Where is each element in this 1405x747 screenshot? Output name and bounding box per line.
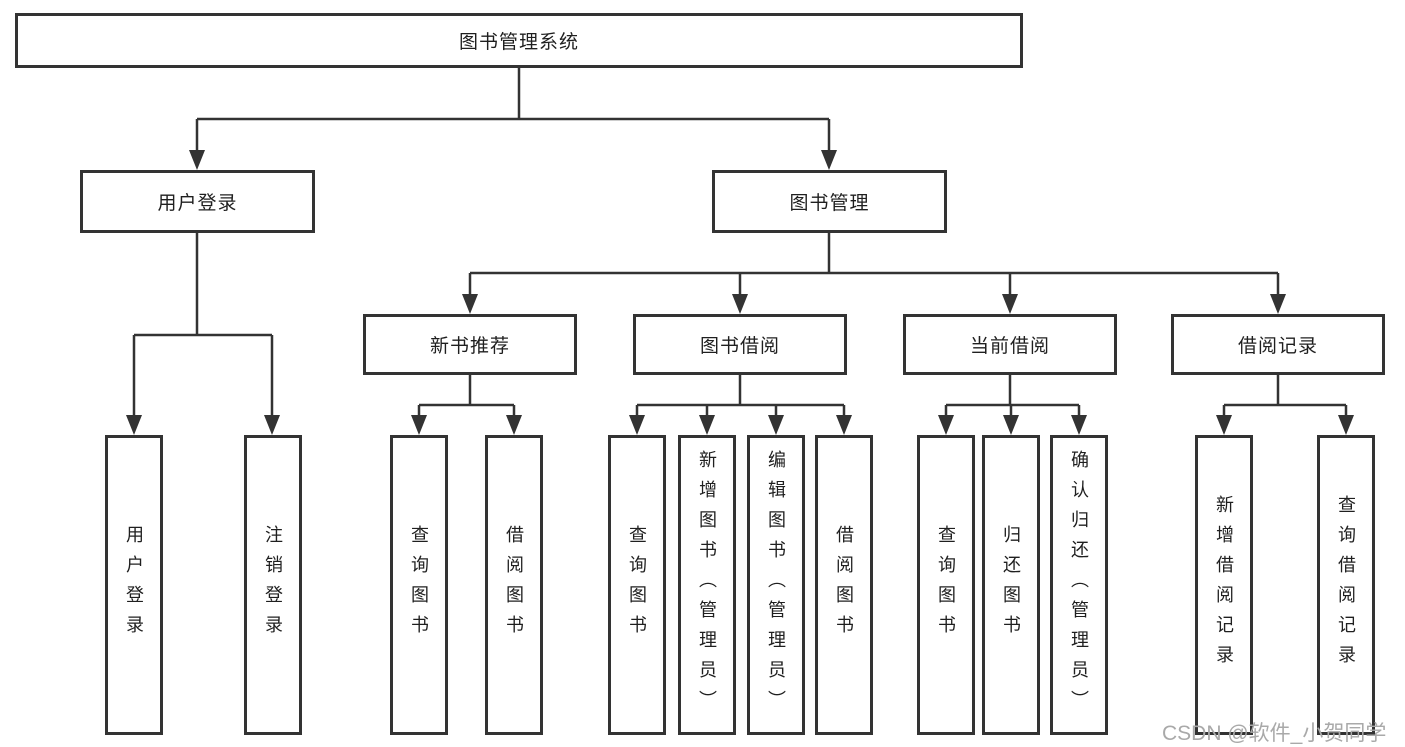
node-user-login: 用户登录 [80, 170, 315, 233]
leaf-user-login: 用户登录 [105, 435, 163, 735]
node-label: 注销登录 [263, 525, 283, 645]
leaf-edit-book-admin: 编辑图书（管理员） [747, 435, 805, 735]
node-borrowing-records: 借阅记录 [1171, 314, 1385, 375]
node-library-management-system: 图书管理系统 [15, 13, 1023, 68]
node-label: 当前借阅 [969, 336, 1050, 357]
leaf-return-books: 归还图书 [982, 435, 1040, 735]
node-label: 借阅图书 [504, 525, 524, 645]
node-label: 图书借阅 [699, 336, 780, 357]
node-label: 用户登录 [157, 193, 238, 214]
node-label: 用户登录 [124, 525, 144, 645]
node-book-borrowing: 图书借阅 [633, 314, 847, 375]
leaf-borrow-books-recommend: 借阅图书 [485, 435, 543, 735]
leaf-query-books-current: 查询图书 [917, 435, 975, 735]
node-label: 确认归还（管理员） [1069, 450, 1089, 720]
node-current-borrowing: 当前借阅 [903, 314, 1117, 375]
node-label: 借阅图书 [834, 525, 854, 645]
leaf-confirm-return-admin: 确认归还（管理员） [1050, 435, 1108, 735]
leaf-add-borrow-record: 新增借阅记录 [1195, 435, 1253, 735]
node-label: 查询图书 [409, 525, 429, 645]
leaf-query-borrow-record: 查询借阅记录 [1317, 435, 1375, 735]
node-new-book-recommend: 新书推荐 [363, 314, 577, 375]
node-label: 查询图书 [936, 525, 956, 645]
leaf-logout-login: 注销登录 [244, 435, 302, 735]
watermark-text: CSDN @软件_小贺同学 [1162, 722, 1387, 745]
leaf-query-books-recommend: 查询图书 [390, 435, 448, 735]
node-label: 编辑图书（管理员） [766, 450, 786, 720]
node-label: 图书管理系统 [458, 32, 579, 53]
node-label: 新增借阅记录 [1214, 495, 1234, 675]
node-label: 查询图书 [627, 525, 647, 645]
node-label: 归还图书 [1001, 525, 1021, 645]
leaf-add-book-admin: 新增图书（管理员） [678, 435, 736, 735]
leaf-query-books-borrowing: 查询图书 [608, 435, 666, 735]
node-label: 查询借阅记录 [1336, 495, 1356, 675]
node-book-management: 图书管理 [712, 170, 947, 233]
leaf-borrow-books-borrowing: 借阅图书 [815, 435, 873, 735]
node-label: 新增图书（管理员） [697, 450, 717, 720]
node-label: 借阅记录 [1237, 336, 1318, 357]
node-label: 图书管理 [789, 193, 870, 214]
node-label: 新书推荐 [429, 336, 510, 357]
